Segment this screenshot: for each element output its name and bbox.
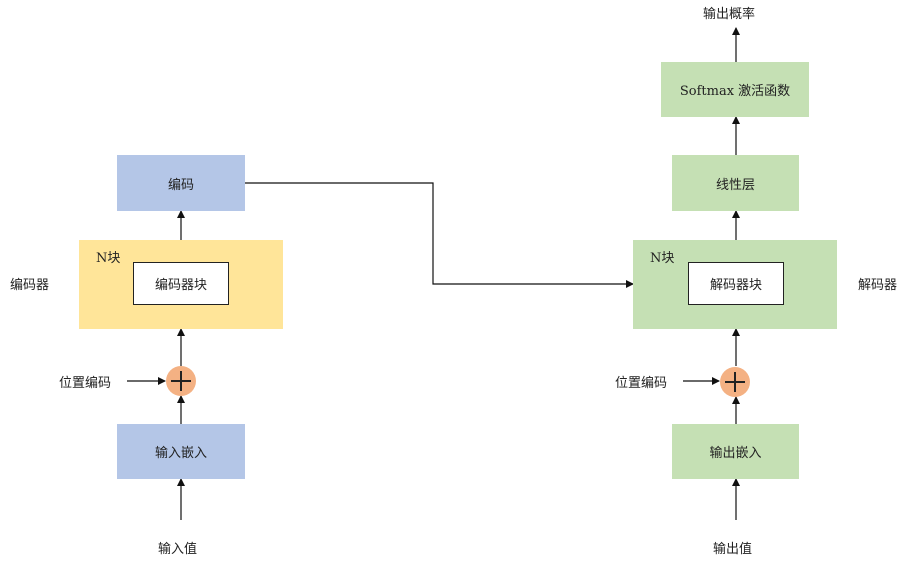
encoder-n-label: N块: [96, 251, 121, 266]
arrow-encoding-to-decoder: [245, 182, 634, 288]
decoder-block: 解码器块: [688, 262, 784, 305]
softmax-label: Softmax 激活函数: [679, 84, 791, 99]
input-embedding-box: 输入嵌入: [117, 424, 245, 479]
encoder-add-icon: [166, 366, 196, 396]
decoder-side-label: 解码器: [858, 278, 898, 293]
encoder-side-label: 编码器: [10, 278, 50, 293]
encoder-input-label: 输入值: [158, 542, 198, 557]
encoder-block: 编码器块: [133, 262, 229, 305]
encoder-pos-label: 位置编码: [59, 376, 112, 391]
output-embedding-box: 输出嵌入: [672, 424, 799, 479]
decoder-pos-label: 位置编码: [615, 376, 668, 391]
encoding-box: 编码: [117, 155, 245, 211]
softmax-box: Softmax 激活函数: [661, 62, 809, 117]
decoder-output-label: 输出概率: [703, 7, 756, 22]
decoder-n-label: N块: [650, 251, 675, 266]
decoder-input-label: 输出值: [713, 542, 753, 557]
decoder-add-icon: [720, 367, 750, 397]
linear-layer-box: 线性层: [672, 155, 799, 211]
